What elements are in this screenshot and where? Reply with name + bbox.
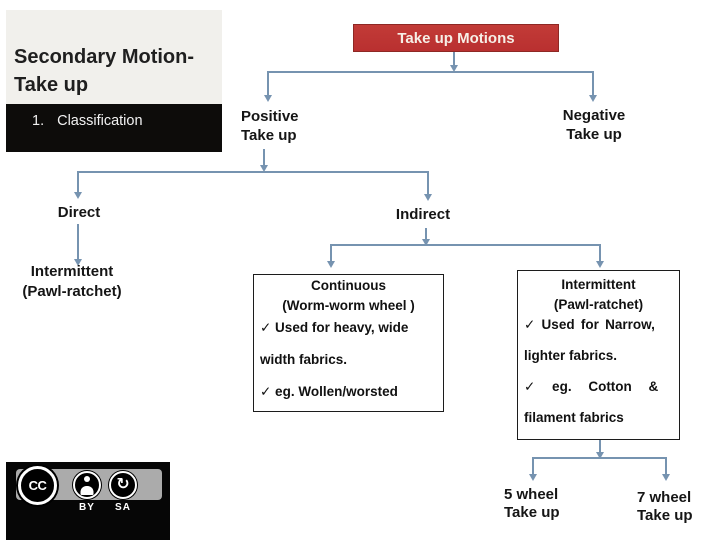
node-intermittent-line2: (Pawl-ratchet) xyxy=(22,283,122,300)
connector-to-negative xyxy=(592,71,594,96)
cc-logo-icon: CC xyxy=(18,466,57,505)
connector-direct-stem xyxy=(77,224,79,260)
sa-arrow-glyph: ↻ xyxy=(116,476,130,493)
connector-to-7wheel xyxy=(665,457,667,475)
arrow-down-icon xyxy=(596,261,604,268)
node-negative-line2: Take up xyxy=(566,126,622,143)
arrow-down-icon xyxy=(74,259,82,266)
node-7-wheel-line1: 7 wheel xyxy=(637,489,692,506)
box-continuous: Continuous (Worm-worm wheel ) ✓ Used for… xyxy=(253,274,444,412)
box-intermittent: Intermittent (Pawl-ratchet) ✓ Used for N… xyxy=(517,270,680,440)
node-7-wheel-line2: Take up xyxy=(637,507,693,524)
person-body xyxy=(80,486,94,495)
connector-positive-stem xyxy=(263,149,265,166)
node-5-wheel: 5 wheel Take up xyxy=(504,486,560,522)
box-continuous-point1b: width fabrics. xyxy=(260,352,348,367)
box-intermittent-point2: ✓ eg. Cotton & xyxy=(524,379,659,394)
arrow-down-icon xyxy=(529,474,537,481)
connector-to-indirect xyxy=(427,171,429,195)
node-5-wheel-line2: Take up xyxy=(504,504,560,521)
connector-to-intermittent-box xyxy=(599,244,601,262)
arrow-down-icon xyxy=(589,95,597,102)
cc-by-label: BY xyxy=(79,502,95,513)
node-positive-line2: Take up xyxy=(241,127,297,144)
classification-bar: 1. Classification xyxy=(6,104,222,152)
connector-level1-bar xyxy=(267,71,594,73)
connector-level2-bar xyxy=(77,171,429,173)
arrow-down-icon xyxy=(450,65,458,72)
connector-to-direct xyxy=(77,171,79,193)
box-intermittent-subtitle: (Pawl-ratchet) xyxy=(553,297,644,312)
cc-by-person-icon xyxy=(73,471,101,499)
node-negative-take-up: Negative Take up xyxy=(559,106,629,144)
slide-title-line2: Take up xyxy=(14,74,89,96)
classification-label: Classification xyxy=(57,113,143,129)
node-7-wheel: 7 wheel Take up xyxy=(637,489,693,525)
cc-logo-text: CC xyxy=(28,478,47,493)
connector-to-continuous xyxy=(330,244,332,262)
arrow-down-icon xyxy=(596,452,604,459)
box-intermittent-point1: ✓ Used for Narrow, xyxy=(524,317,655,332)
arrow-down-icon xyxy=(260,165,268,172)
arrow-down-icon xyxy=(422,239,430,246)
node-5-wheel-line1: 5 wheel xyxy=(504,486,559,503)
node-positive-take-up: Positive Take up xyxy=(241,107,299,145)
slide-title-line1: Secondary Motion- xyxy=(14,46,195,68)
arrow-down-icon xyxy=(74,192,82,199)
connector-intermittent-stem xyxy=(599,440,601,453)
arrow-down-icon xyxy=(264,95,272,102)
title-panel: Secondary Motion- Take up xyxy=(6,10,222,104)
node-intermittent-pawl: Intermittent (Pawl-ratchet) xyxy=(6,262,138,302)
person-head xyxy=(84,476,90,482)
classification-text: 1. Classification xyxy=(6,104,222,129)
connector-to-positive xyxy=(267,71,269,96)
connector-level3-bar xyxy=(330,244,601,246)
box-continuous-title: Continuous xyxy=(311,278,386,293)
node-intermittent-line1: Intermittent xyxy=(30,263,114,280)
node-take-up-motions-label: Take up Motions xyxy=(397,29,515,47)
box-intermittent-point2b: filament fabrics xyxy=(524,410,624,425)
box-continuous-point2: ✓ eg. Wollen/worsted xyxy=(260,384,398,399)
box-continuous-subtitle: (Worm-worm wheel ) xyxy=(282,298,415,313)
arrow-down-icon xyxy=(327,261,335,268)
arrow-down-icon xyxy=(662,474,670,481)
node-indirect: Indirect xyxy=(395,206,451,223)
connector-level4-bar xyxy=(532,457,667,459)
classification-number: 1. xyxy=(32,113,45,129)
box-continuous-point1: ✓ Used for heavy, wide xyxy=(260,320,409,335)
node-direct: Direct xyxy=(57,204,101,221)
connector-indirect-stem xyxy=(425,228,427,240)
arrow-down-icon xyxy=(424,194,432,201)
box-intermittent-point1b: lighter fabrics. xyxy=(524,348,618,363)
cc-license-badge: CC ↻ BY SA xyxy=(6,462,170,540)
node-take-up-motions: Take up Motions xyxy=(353,24,559,52)
node-positive-line1: Positive xyxy=(241,108,299,125)
node-negative-line1: Negative xyxy=(562,107,626,124)
cc-sa-label: SA xyxy=(115,502,131,513)
cc-sa-arrow-icon: ↻ xyxy=(109,471,137,499)
connector-root-stem xyxy=(453,52,455,67)
connector-to-5wheel xyxy=(532,457,534,475)
box-intermittent-title: Intermittent xyxy=(561,277,636,292)
